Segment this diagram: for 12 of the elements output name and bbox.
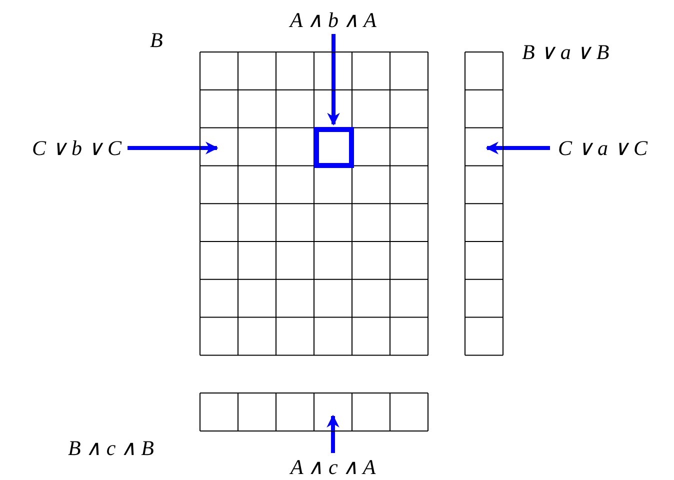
matrix-label: B ∧ c ∧ B [68,436,154,460]
arrow [327,34,340,126]
math-label: C ∨ b ∨ C [32,136,122,160]
math-label: A ∧ c ∧ A [290,455,376,479]
math-label: C ∨ a ∨ C [558,136,648,160]
math-label: A ∧ b ∧ A [290,8,376,32]
matrix-label: B [150,28,163,52]
highlighted-cell [314,127,354,168]
arrow [128,142,218,154]
arrow [326,414,340,453]
matrix-label: B ∨ a ∨ B [522,40,610,64]
arrow [486,142,550,154]
